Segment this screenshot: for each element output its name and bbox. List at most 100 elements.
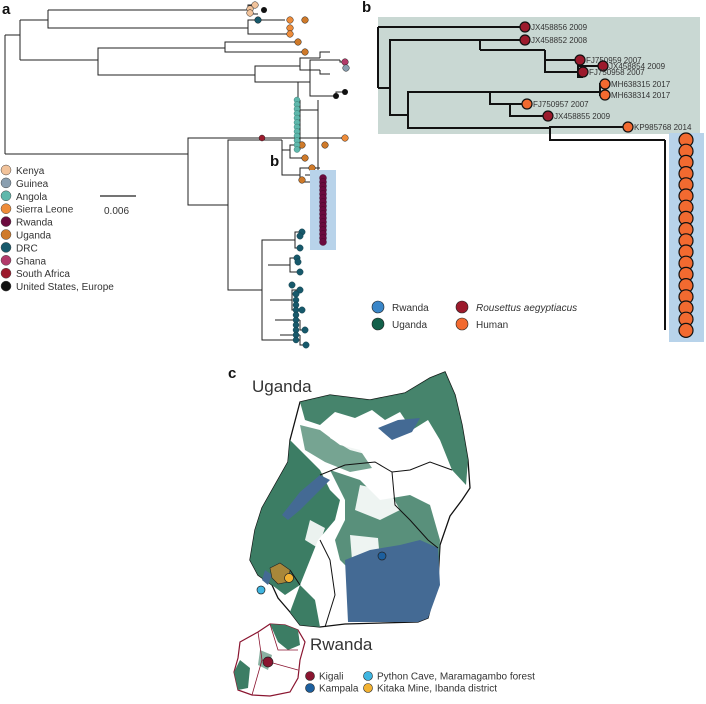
tip-marker-4 <box>577 66 589 78</box>
panel-label-a: a <box>2 1 11 18</box>
legend-c-label-3: Kitaka Mine, Ibanda district <box>377 684 497 695</box>
legend-a-swatch-8 <box>0 267 12 279</box>
legend-b-rwanda-icon <box>371 300 385 314</box>
angola-tip <box>293 146 301 153</box>
tip-label-0: JX458856 2009 <box>531 23 588 32</box>
legend-a-label-2: Angola <box>16 192 48 203</box>
kitaka-mine-marker <box>284 573 294 583</box>
tip-marker-9 <box>622 121 634 133</box>
forest-gaps <box>305 420 432 560</box>
legend-a-swatch-9 <box>0 280 12 292</box>
legend-b-uganda: Uganda <box>392 320 427 331</box>
human-sequence-tips <box>678 132 694 338</box>
rwanda-title: Rwanda <box>310 635 373 654</box>
drc-tip <box>294 258 302 266</box>
tree-a-angola-tips <box>293 96 301 153</box>
drc-tip <box>288 281 296 289</box>
legend-b-human: Human <box>476 320 508 331</box>
legend-c-label-1: Kampala <box>319 684 359 695</box>
legend-b-bat: Rousettus aegyptiacus <box>476 303 577 314</box>
python-cave-marker <box>256 585 266 595</box>
legend-a-swatch-6 <box>0 242 12 253</box>
legend-a-label-3: Sierra Leone <box>16 205 74 216</box>
tree-a-black-tips <box>261 7 348 99</box>
drc-tip <box>302 341 310 349</box>
tree-a-guinea-tips <box>342 64 350 72</box>
tree-a-south-africa-tips <box>258 134 266 142</box>
legend-c-marker-2 <box>363 671 373 681</box>
tree-a-kenya-tips <box>246 1 259 17</box>
legend-c-label-0: Kigali <box>319 672 343 683</box>
legend-c-label-2: Python Cave, Maramagambo forest <box>377 672 535 683</box>
kampala-marker <box>377 551 387 561</box>
tree-a-uganda-tips <box>294 16 329 184</box>
legend-a-swatch-0 <box>0 164 12 176</box>
tip-label-5: MH638315 2017 <box>611 80 671 89</box>
legend-b: Rwanda Uganda Rousettus aegyptiacus Huma… <box>371 300 577 331</box>
panel-label-c: c <box>228 365 236 382</box>
region-boundaries <box>289 461 453 628</box>
drc-tip <box>296 232 304 240</box>
tip-marker-7 <box>521 98 533 110</box>
legend-a-swatch-3 <box>0 203 12 214</box>
uganda-title: Uganda <box>252 377 312 396</box>
tree-a-sierra-leone-tips <box>286 16 349 142</box>
legend-a-label-1: Guinea <box>16 179 49 190</box>
human-tip <box>678 322 694 338</box>
legend-b-uganda-icon <box>371 317 385 331</box>
legend-a-label-0: Kenya <box>16 166 45 177</box>
legend-c-marker-1 <box>305 683 315 693</box>
scale-bar-label: 0.006 <box>104 206 129 217</box>
drc-tip <box>292 336 300 344</box>
drc-tip <box>301 326 309 334</box>
tree-a-drc-top <box>254 16 262 24</box>
map-uganda-rwanda: Uganda Rwanda <box>233 371 471 697</box>
legend-a-swatch-7 <box>0 255 12 266</box>
tip-label-8: JX458855 2009 <box>554 112 611 121</box>
bat-clade-highlight <box>378 17 700 134</box>
drc-tip <box>298 306 306 314</box>
tip-marker-0 <box>519 21 531 33</box>
lakes <box>262 418 440 622</box>
tip-marker-8 <box>542 110 554 122</box>
panel-label-b: b <box>362 0 371 16</box>
tip-label-4: FJ750958 2007 <box>589 68 645 77</box>
tip-label-2: FJ750959 2007 <box>586 56 642 65</box>
legend-a-label-9: United States, Europe <box>16 282 114 293</box>
panel-label-b-inset: b <box>270 153 279 170</box>
tip-label-1: JX458852 2008 <box>531 36 588 45</box>
drc-tip <box>292 290 300 298</box>
drc-tip <box>296 244 304 252</box>
legend-c-marker-3 <box>363 683 373 693</box>
legend-c-marker-0 <box>305 671 315 681</box>
legend-a-label-5: Uganda <box>16 231 51 242</box>
legend-b-bat-icon <box>455 300 469 314</box>
tip-marker-6 <box>599 89 611 101</box>
legend-a-swatch-2 <box>0 190 12 202</box>
legend-b-rwanda: Rwanda <box>392 303 429 314</box>
legend-a-label-6: DRC <box>16 243 38 254</box>
drc-tip <box>296 268 304 276</box>
legend-a-label-4: Rwanda <box>16 218 53 229</box>
rwanda-tip <box>319 238 327 246</box>
tip-label-7: FJ750957 2007 <box>533 100 589 109</box>
legend-a-swatch-5 <box>0 229 12 240</box>
tip-marker-5 <box>599 78 611 90</box>
legend-a-swatch-4 <box>0 216 12 227</box>
legend-a-swatch-1 <box>0 177 12 189</box>
tip-label-3: JX458854 2009 <box>609 62 666 71</box>
tip-label-6: MH638314 2017 <box>611 91 671 100</box>
tip-marker-3 <box>597 60 609 72</box>
legend-a-label-7: Ghana <box>16 256 46 267</box>
kigali-marker <box>262 656 274 668</box>
tip-marker-1 <box>519 34 531 46</box>
legend-b-human-icon <box>455 317 469 331</box>
phylogeny-a <box>4 4 345 346</box>
tip-label-9: KP985768 2014 <box>634 123 692 132</box>
tree-a-rwanda-tips <box>319 174 327 246</box>
tree-a-ghana-tips <box>341 58 349 66</box>
